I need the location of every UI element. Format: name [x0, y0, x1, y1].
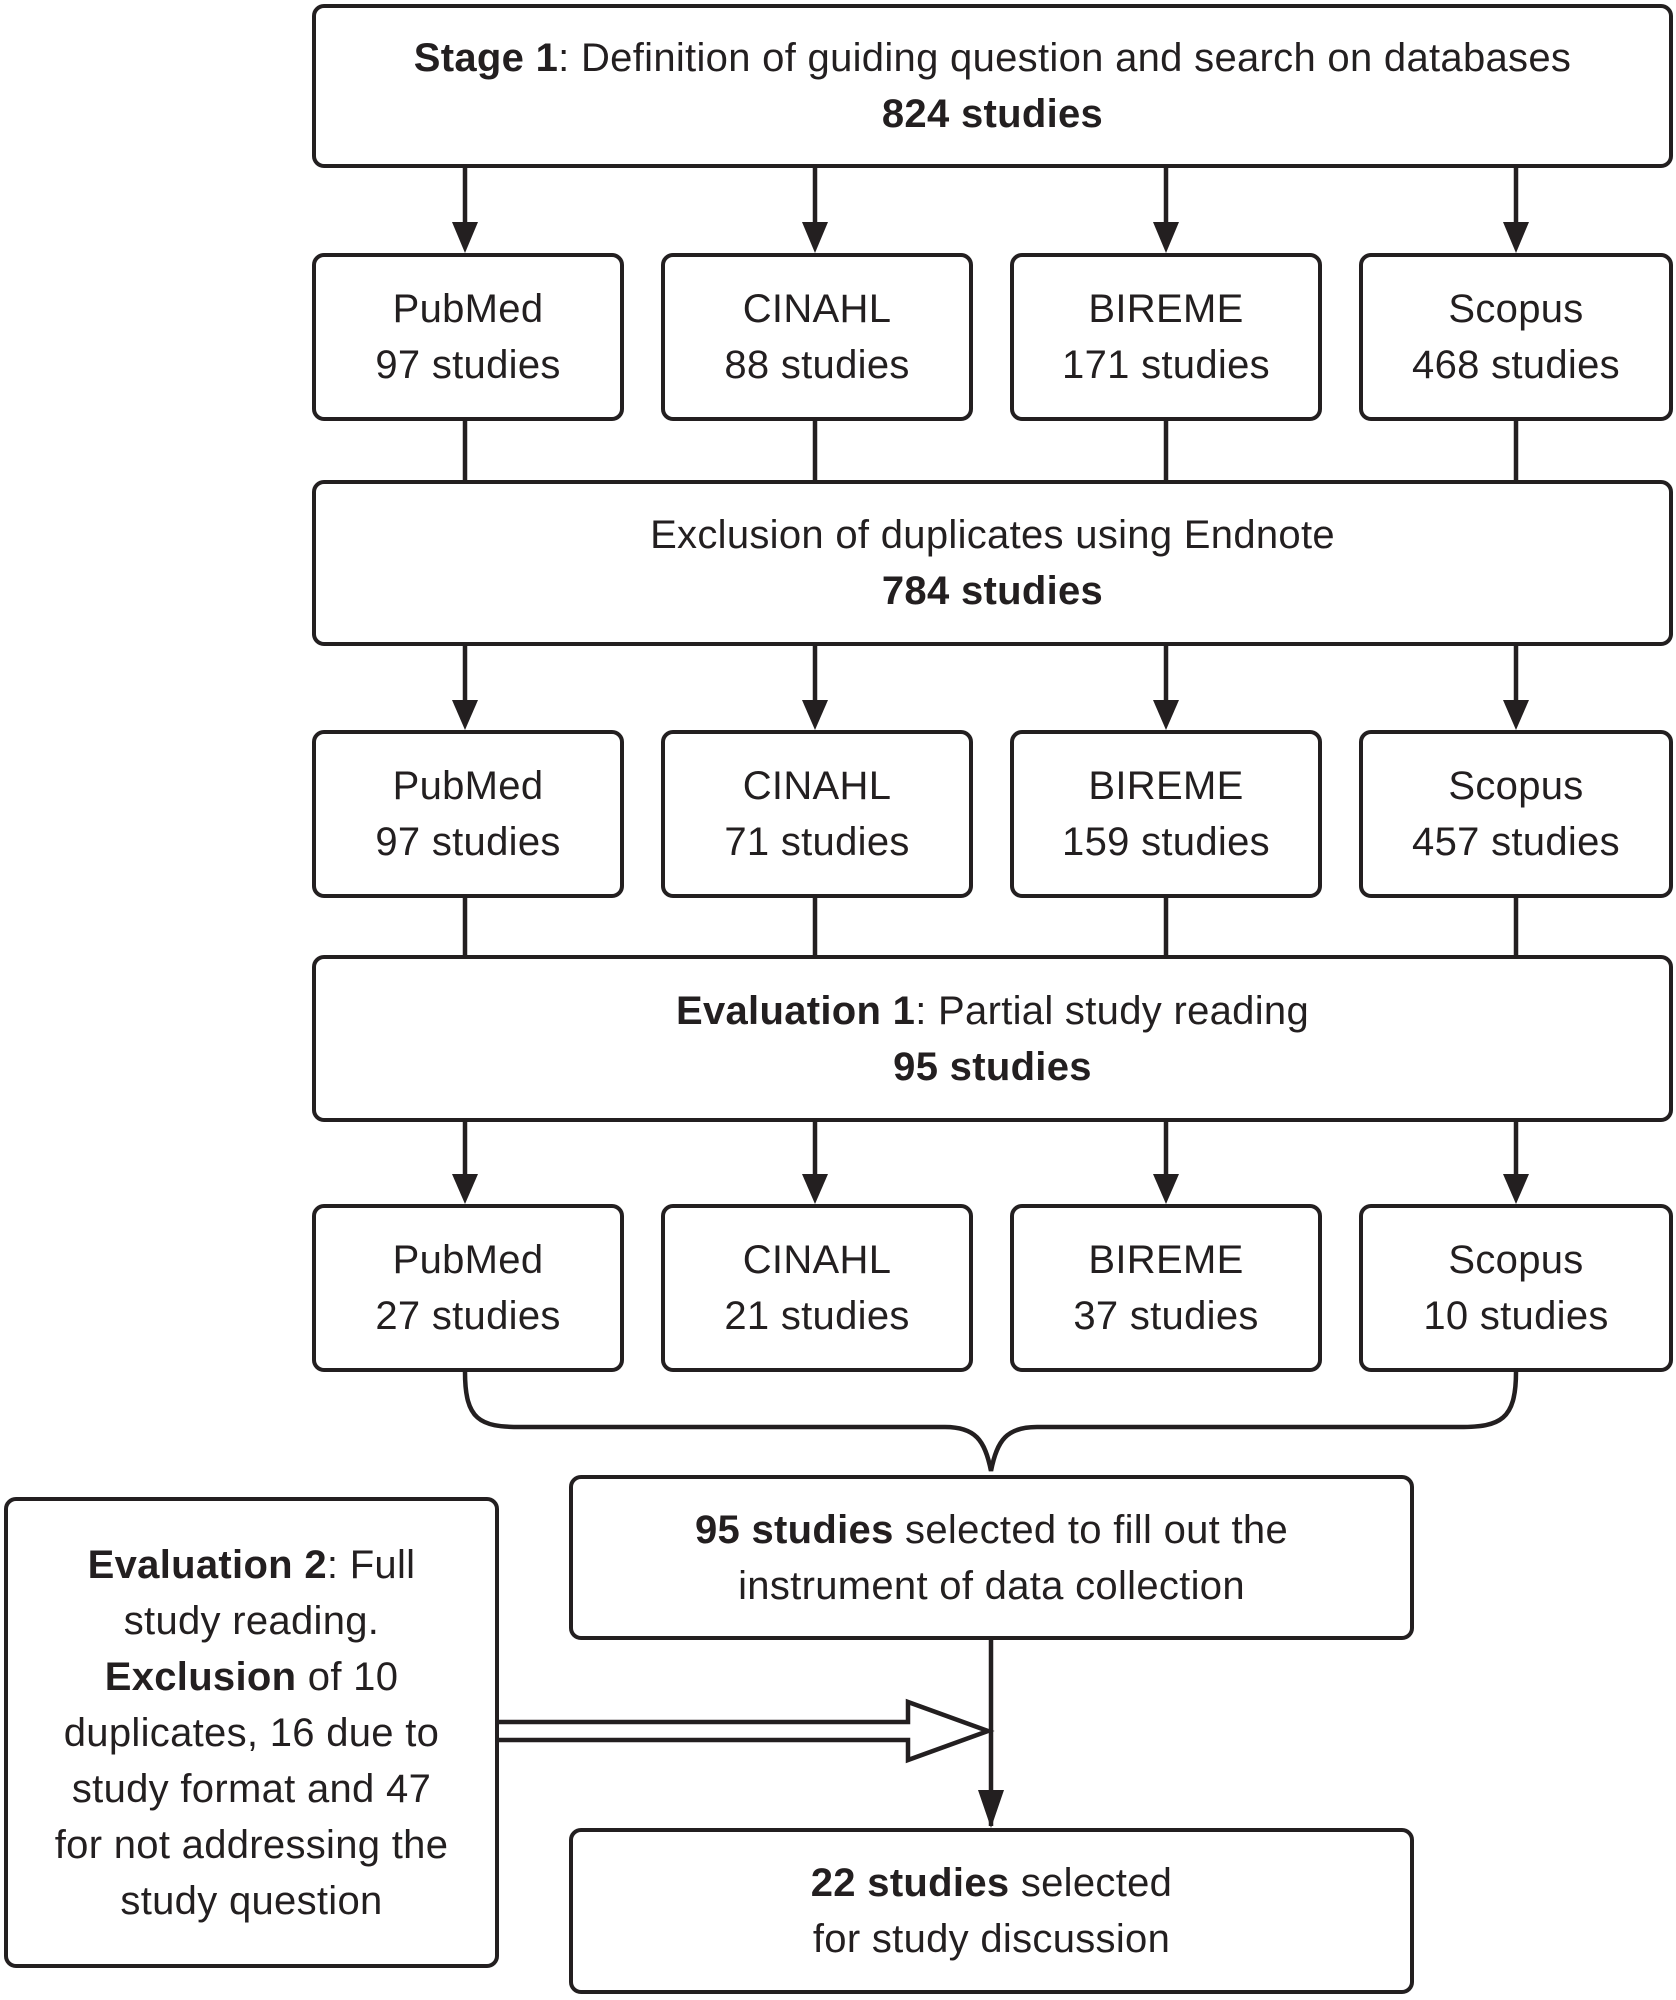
- db-count: 10 studies: [1423, 1294, 1609, 1338]
- arrows-stage1-to-row1: [462, 168, 1519, 222]
- eval2-line3: of 10: [296, 1654, 399, 1699]
- eval1-label: Evaluation 1: [675, 988, 916, 1033]
- row3-bireme-box: BIREME 37 studies: [1010, 1204, 1322, 1372]
- db-name: Scopus: [1448, 764, 1584, 808]
- db-count: 468 studies: [1412, 343, 1620, 387]
- eval2-text: : Full: [326, 1542, 416, 1587]
- db-name: PubMed: [392, 764, 544, 808]
- row1-pubmed-box: PubMed 97 studies: [312, 253, 624, 421]
- db-name: CINAHL: [742, 1238, 892, 1282]
- db-count: 88 studies: [724, 343, 910, 387]
- selected-95-bold: 95 studies: [694, 1507, 894, 1552]
- eval2-line5: study format and 47: [71, 1766, 432, 1811]
- selected-95-text: selected to fill out the: [893, 1507, 1289, 1552]
- row2-scopus-box: Scopus 457 studies: [1359, 730, 1673, 898]
- stage1-text: : Definition of guiding question and sea…: [558, 36, 1572, 80]
- eval2-label: Evaluation 2: [87, 1542, 327, 1587]
- db-count: 171 studies: [1062, 343, 1270, 387]
- stage1-label: Stage 1: [413, 36, 559, 80]
- stage1-count: 824 studies: [881, 92, 1104, 136]
- db-count: 97 studies: [375, 820, 561, 864]
- brace: [462, 1371, 1519, 1472]
- row1-bireme-box: BIREME 171 studies: [1010, 253, 1322, 421]
- db-count: 27 studies: [375, 1294, 561, 1338]
- eval1-box: Evaluation 1: Partial study reading 95 s…: [312, 955, 1673, 1122]
- final-box: 22 studies selected for study discussion: [569, 1828, 1414, 1994]
- row3-pubmed-box: PubMed 27 studies: [312, 1204, 624, 1372]
- db-name: PubMed: [392, 1238, 544, 1282]
- db-count: 21 studies: [724, 1294, 910, 1338]
- db-name: BIREME: [1088, 1238, 1244, 1282]
- hollow-arrow: [499, 1698, 995, 1764]
- eval2-line4: duplicates, 16 due to: [63, 1710, 440, 1755]
- stage1-box: Stage 1: Definition of guiding question …: [312, 4, 1673, 168]
- row2-pubmed-box: PubMed 97 studies: [312, 730, 624, 898]
- row1-cinahl-box: CINAHL 88 studies: [661, 253, 973, 421]
- db-count: 457 studies: [1412, 820, 1620, 864]
- selected-95-line2: instrument of data collection: [738, 1563, 1245, 1608]
- row2-bireme-box: BIREME 159 studies: [1010, 730, 1322, 898]
- arrows-dedup-to-row2: [462, 646, 1519, 700]
- eval2-box: Evaluation 2: Full study reading. Exclus…: [4, 1497, 499, 1968]
- eval1-count: 95 studies: [893, 1044, 1092, 1089]
- db-name: CINAHL: [742, 287, 892, 331]
- final-line2: for study discussion: [812, 1917, 1171, 1961]
- db-count: 159 studies: [1062, 820, 1270, 864]
- db-count: 37 studies: [1073, 1294, 1259, 1338]
- lines-row1-to-dedup: [462, 421, 1519, 480]
- db-name: PubMed: [392, 287, 544, 331]
- arrows-eval1-to-row3: [462, 1122, 1519, 1174]
- eval1-text: : Partial study reading: [915, 988, 1309, 1033]
- eval2-line6: for not addressing the: [54, 1822, 449, 1867]
- db-name: Scopus: [1448, 287, 1584, 331]
- eval2-exclusion: Exclusion: [104, 1654, 297, 1699]
- lines-row2-to-eval1: [462, 898, 1519, 955]
- db-count: 71 studies: [724, 820, 910, 864]
- row1-scopus-box: Scopus 468 studies: [1359, 253, 1673, 421]
- eval2-line7: study question: [120, 1878, 383, 1923]
- dedup-box: Exclusion of duplicates using Endnote 78…: [312, 480, 1673, 646]
- db-name: CINAHL: [742, 764, 892, 808]
- eval2-line2: study reading.: [123, 1598, 380, 1643]
- db-count: 97 studies: [375, 343, 561, 387]
- dedup-count: 784 studies: [881, 569, 1104, 613]
- selected-95-box: 95 studies selected to fill out the inst…: [569, 1475, 1414, 1640]
- db-name: Scopus: [1448, 1238, 1584, 1282]
- db-name: BIREME: [1088, 764, 1244, 808]
- row3-scopus-box: Scopus 10 studies: [1359, 1204, 1673, 1372]
- row3-cinahl-box: CINAHL 21 studies: [661, 1204, 973, 1372]
- row2-cinahl-box: CINAHL 71 studies: [661, 730, 973, 898]
- final-text: selected: [1009, 1861, 1173, 1905]
- final-bold: 22 studies: [810, 1861, 1010, 1905]
- dedup-text: Exclusion of duplicates using Endnote: [650, 513, 1335, 557]
- db-name: BIREME: [1088, 287, 1244, 331]
